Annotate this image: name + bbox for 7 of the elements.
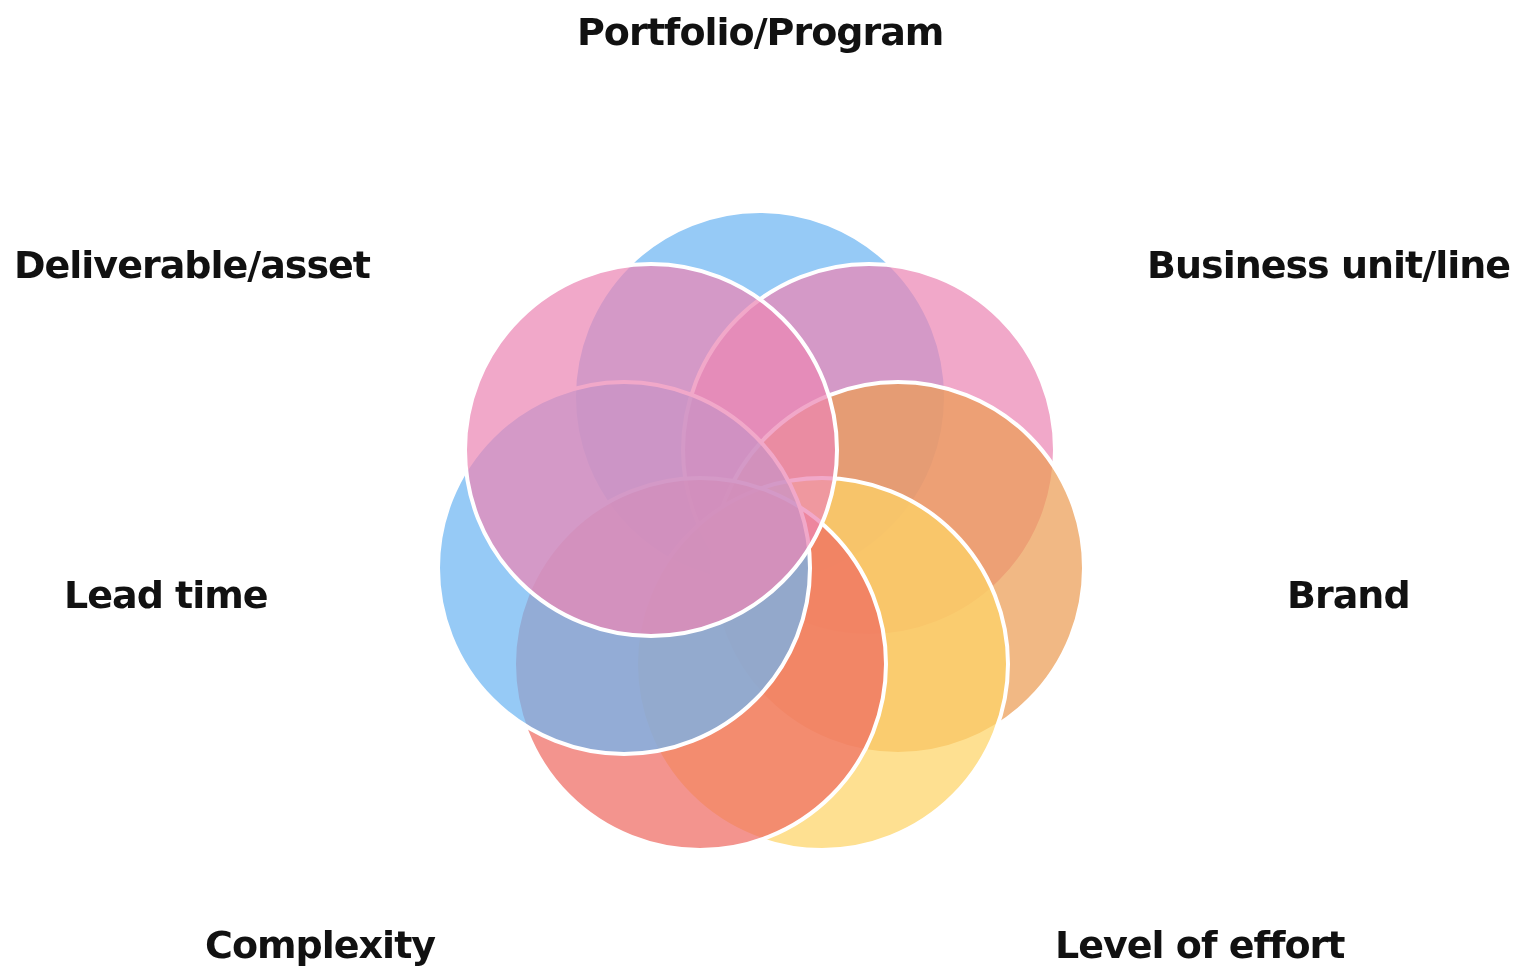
category-label: Level of effort: [1055, 923, 1345, 967]
category-label: Complexity: [205, 923, 436, 967]
category-label: Lead time: [64, 573, 268, 617]
category-label: Business unit/line: [1147, 243, 1510, 287]
category-label: Deliverable/asset: [14, 243, 370, 287]
category-label: Portfolio/Program: [577, 10, 944, 54]
category-label: Brand: [1287, 573, 1410, 617]
